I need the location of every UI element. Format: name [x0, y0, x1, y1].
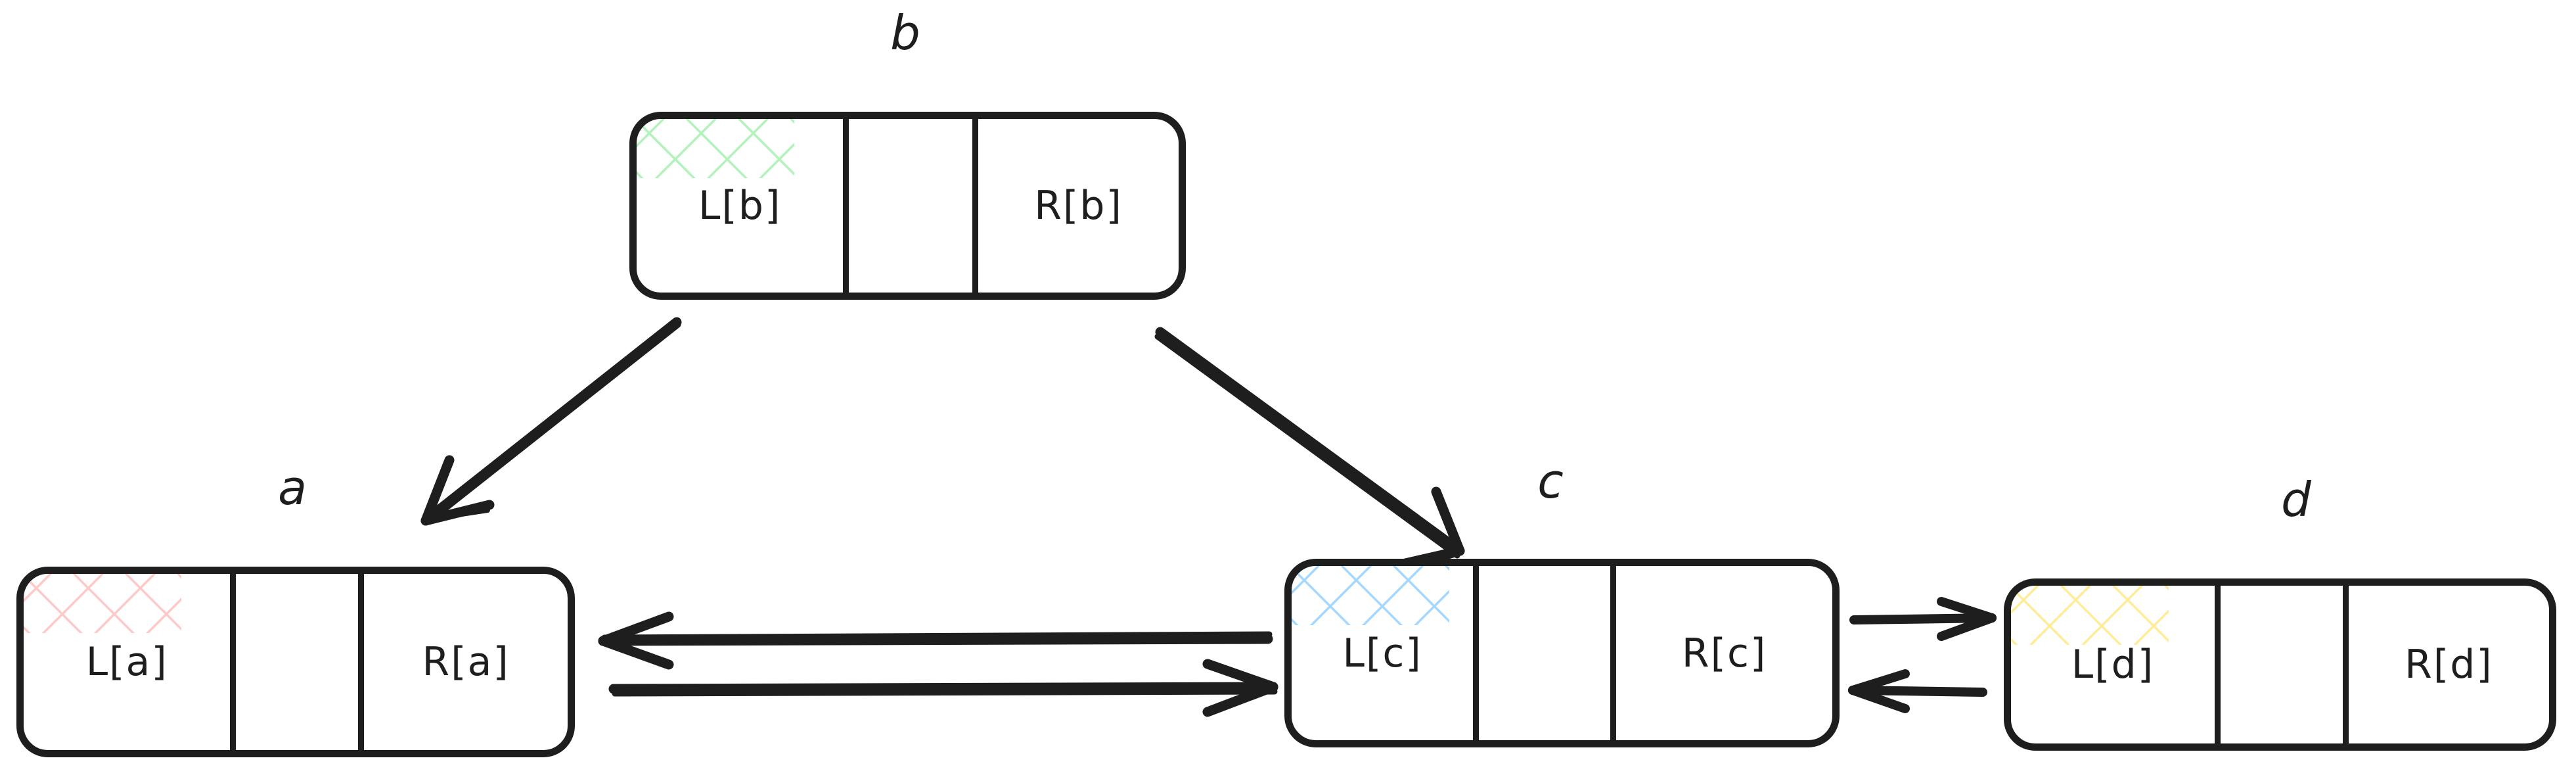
node-b-right-label: R[b]	[1034, 183, 1123, 229]
node-a-left-label: L[a]	[85, 639, 168, 685]
node-a-hatch	[24, 574, 181, 633]
node-a-cell-middle[interactable]	[230, 574, 358, 750]
node-a-cell-right[interactable]: R[a]	[358, 574, 568, 750]
node-a[interactable]: L[a] R[a]	[16, 567, 575, 757]
edge-c-to-a	[598, 611, 1273, 670]
node-d-left-label: L[d]	[2071, 642, 2155, 688]
edge-c-to-d	[1849, 597, 1997, 641]
node-c[interactable]: L[c] R[c]	[1284, 559, 1840, 747]
node-c-right-label: R[c]	[1681, 630, 1767, 676]
edge-a-to-c	[608, 659, 1278, 717]
node-d-hatch	[2011, 586, 2169, 645]
node-d[interactable]: L[d] R[d]	[2004, 578, 2556, 751]
node-b-cell-left[interactable]: L[b]	[637, 119, 843, 293]
node-b-cell-middle[interactable]	[843, 119, 972, 293]
node-b-hatch	[637, 119, 794, 178]
edge-b-to-c	[1154, 327, 1465, 573]
node-c-hatch	[1292, 566, 1449, 625]
node-b[interactable]: L[b] R[b]	[629, 112, 1186, 300]
edge-d-to-c	[1848, 669, 1987, 713]
node-label-b: b	[890, 5, 920, 60]
node-b-cell-right[interactable]: R[b]	[972, 119, 1179, 293]
node-a-cell-left[interactable]: L[a]	[24, 574, 230, 750]
node-c-cell-right[interactable]: R[c]	[1610, 566, 1832, 740]
edge-b-to-a	[420, 317, 682, 526]
node-b-left-label: L[b]	[698, 183, 782, 229]
node-label-a: a	[277, 460, 307, 515]
node-a-right-label: R[a]	[422, 639, 510, 685]
node-c-cell-middle[interactable]	[1473, 566, 1610, 740]
node-d-cell-middle[interactable]	[2214, 586, 2343, 743]
node-d-cell-left[interactable]: L[d]	[2011, 586, 2215, 743]
node-c-cell-left[interactable]: L[c]	[1292, 566, 1473, 740]
node-label-d: d	[2281, 472, 2311, 527]
node-d-right-label: R[d]	[2405, 642, 2493, 688]
node-d-cell-right[interactable]: R[d]	[2342, 586, 2549, 743]
node-label-c: c	[1537, 454, 1564, 509]
node-c-left-label: L[c]	[1342, 630, 1422, 676]
